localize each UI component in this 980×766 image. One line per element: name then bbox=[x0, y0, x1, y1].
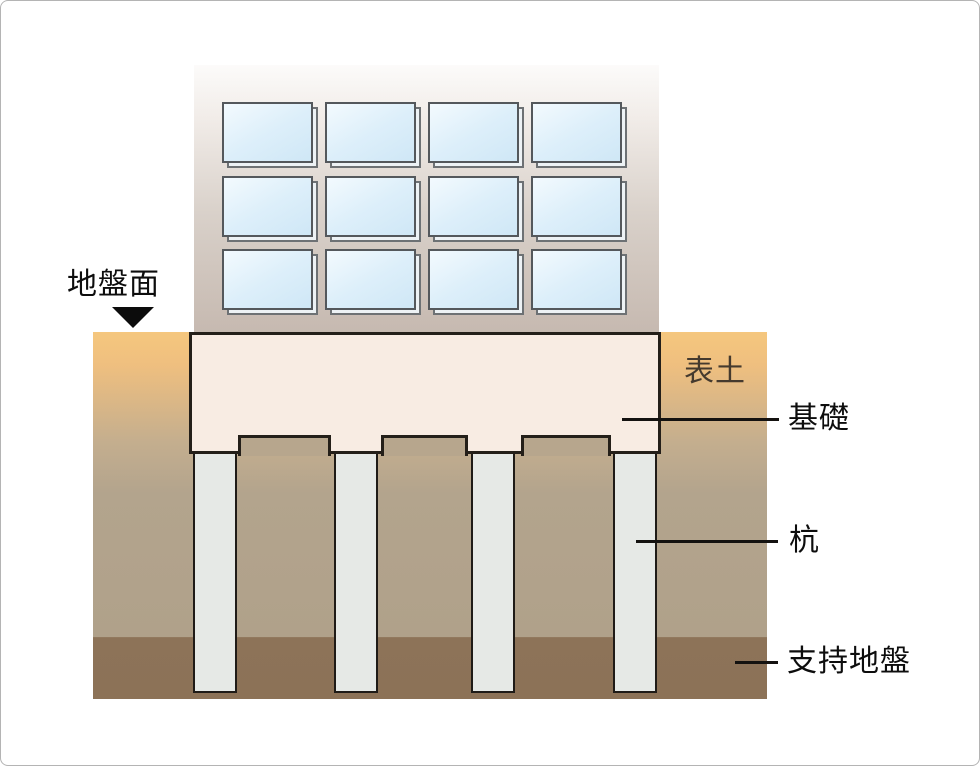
building-window bbox=[531, 249, 622, 310]
foundation-leader-line bbox=[622, 418, 779, 421]
building-window bbox=[428, 249, 519, 310]
pile-label: 杭 bbox=[789, 524, 820, 557]
building-window bbox=[222, 249, 313, 310]
topsoil-label: 表土 bbox=[684, 355, 746, 388]
foundation-notch bbox=[381, 435, 468, 456]
building-window bbox=[222, 102, 313, 163]
building-window bbox=[428, 102, 519, 163]
pile-column bbox=[613, 451, 657, 693]
building-window bbox=[325, 175, 416, 237]
building-window bbox=[531, 102, 622, 163]
foundation-notch bbox=[521, 435, 611, 456]
pile-column bbox=[334, 451, 378, 693]
building-window bbox=[531, 175, 622, 237]
building-window bbox=[325, 249, 416, 310]
building-window bbox=[222, 175, 313, 237]
building-window bbox=[428, 175, 519, 237]
foundation-label: 基礎 bbox=[788, 402, 850, 435]
pile-leader-line bbox=[636, 540, 778, 543]
pile-column bbox=[471, 451, 515, 693]
bearing-stratum-label: 支持地盤 bbox=[787, 645, 911, 678]
foundation-notch bbox=[238, 435, 331, 456]
ground-surface-label: 地盤面 bbox=[67, 268, 160, 301]
building bbox=[194, 65, 659, 333]
bearing-stratum-leader-line bbox=[735, 661, 778, 664]
down-triangle-icon bbox=[112, 307, 154, 328]
pile-column bbox=[193, 451, 237, 693]
building-window bbox=[325, 102, 416, 163]
